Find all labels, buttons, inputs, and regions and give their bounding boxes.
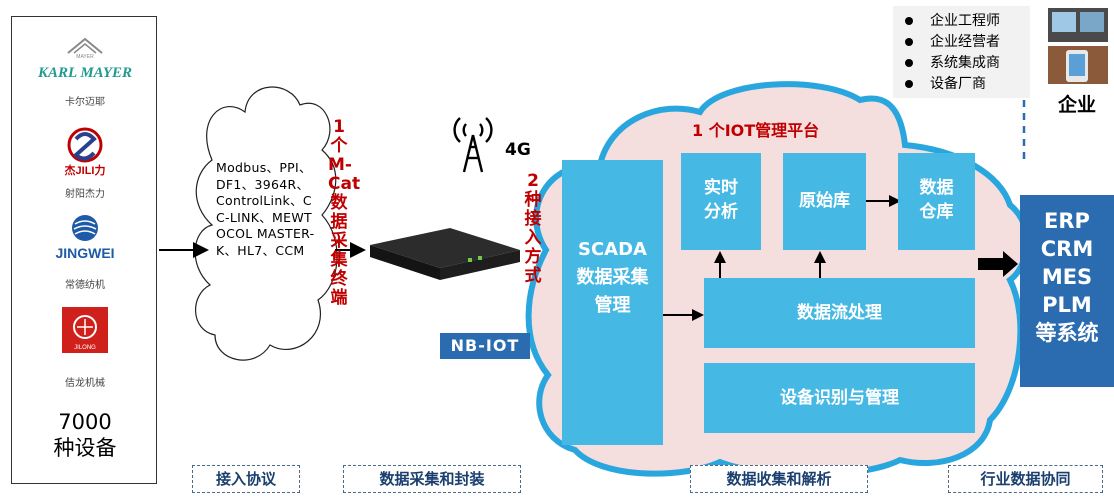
bullet-icon <box>905 59 913 67</box>
terminal-label: 1个M-Cat数据采集终端 <box>328 117 361 308</box>
device-management-module: 设备识别与管理 <box>704 363 975 433</box>
data-warehouse-module: 数据仓库 <box>898 153 975 250</box>
vendor-name-jingwei: 常德纺机 <box>65 280 105 291</box>
system-mes: MES <box>1041 265 1093 289</box>
access-methods-label: 2种接入方式 <box>524 171 542 286</box>
vendor-panel: MAYER KARL MAYER 卡尔迈耶 杰JILI力 射阳杰力 JINGWE… <box>11 16 157 484</box>
device-count-label: 种设备 <box>53 436 117 460</box>
section-data-parsing: 数据收集和解析 <box>690 465 868 493</box>
arrow-to-erp <box>978 251 1018 277</box>
jingwei-logo-icon <box>72 215 98 241</box>
system-crm: CRM <box>1040 237 1094 261</box>
svg-text:杰JILI力: 杰JILI力 <box>65 163 106 177</box>
section-data-collection: 数据采集和封装 <box>343 465 521 493</box>
jingwei-logo-text: JINGWEI <box>55 245 115 261</box>
gateway-device-icon <box>370 228 520 280</box>
svg-text:JILONG: JILONG <box>74 345 96 351</box>
iot-platform-title: 1 个IOT管理平台 <box>692 121 820 140</box>
cell-tower-icon <box>453 117 493 173</box>
section-access-protocol: 接入协议 <box>192 465 300 493</box>
karl-mayer-logo: KARL MAYER <box>37 65 133 81</box>
device-photos-icon <box>1048 8 1108 84</box>
enterprise-systems-box: ERP CRM MES PLM 等系统 <box>1020 195 1114 387</box>
karl-mayer-emblem-icon: MAYER <box>67 37 103 59</box>
role-engineer: 企业工程师 <box>930 13 1000 29</box>
jilong-logo-icon: JILONG <box>62 307 108 353</box>
stream-processing-module: 数据流处理 <box>704 278 975 348</box>
signal-4g-label: 4G <box>505 140 531 160</box>
vendor-name-jilong: 佶龙机械 <box>65 378 105 389</box>
bullet-icon <box>905 80 913 88</box>
section-industry-collaboration: 行业数据协同 <box>948 465 1103 493</box>
vendor-name-karl-mayer: 卡尔迈耶 <box>65 97 105 108</box>
bullet-icon <box>905 38 913 46</box>
vendor-name-jili: 射阳杰力 <box>65 189 105 200</box>
device-count-number: 7000 <box>58 410 112 434</box>
system-others: 等系统 <box>1035 321 1099 345</box>
nbiot-badge: NB-IOT <box>440 333 530 359</box>
protocol-list: Modbus、PPI、DF1、3964R、ControlLink、CC-LINK… <box>216 160 315 258</box>
raw-database-module: 原始库 <box>783 153 866 250</box>
role-manufacturer: 设备厂商 <box>930 76 986 92</box>
svg-text:MAYER: MAYER <box>76 54 94 59</box>
realtime-analysis-module: 实时分析 <box>681 153 761 250</box>
enterprise-label: 企业 <box>1058 94 1097 116</box>
system-erp: ERP <box>1044 209 1090 233</box>
bullet-icon <box>905 17 913 25</box>
role-integrator: 系统集成商 <box>930 55 1000 71</box>
scada-module: SCADA数据采集管理 <box>562 160 663 445</box>
protocol-cloud-outline <box>194 86 338 361</box>
roles-box <box>893 6 1030 98</box>
jili-logo-icon: 杰JILI力 <box>65 127 106 177</box>
role-operator: 企业经营者 <box>930 34 1000 50</box>
system-plm: PLM <box>1042 293 1092 317</box>
